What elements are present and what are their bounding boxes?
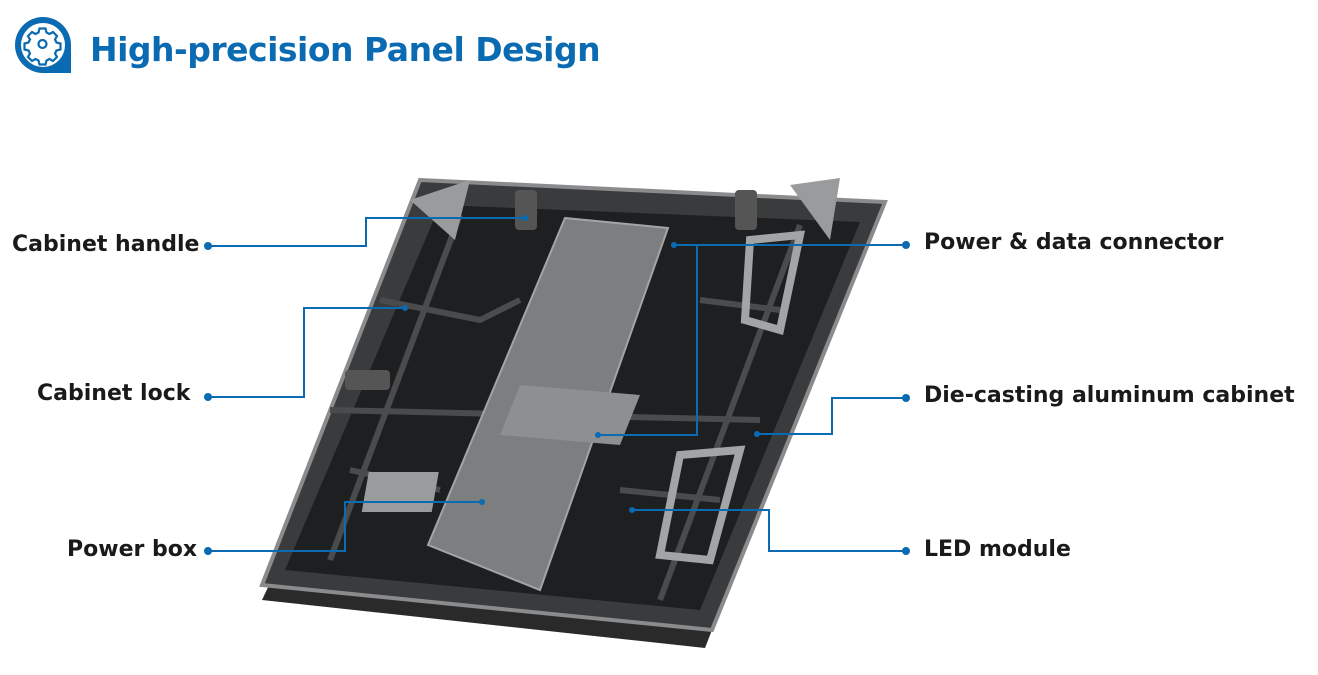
leader-power-data-connector-2 <box>598 245 698 436</box>
leader-cabinet-handle <box>208 217 525 247</box>
leader-cabinet-lock <box>208 307 405 398</box>
label-cabinet-lock: Cabinet lock <box>37 381 191 406</box>
label-led-module: LED module <box>924 537 1071 562</box>
label-power-data-connector: Power & data connector <box>924 230 1224 255</box>
label-power-box: Power box <box>67 537 198 562</box>
leader-power-box <box>208 501 482 552</box>
label-die-casting-cabinet: Die-casting aluminum cabinet <box>924 383 1295 408</box>
label-cabinet-handle: Cabinet handle <box>12 232 200 257</box>
leader-led-module <box>632 509 906 552</box>
leader-die-casting <box>757 397 906 435</box>
gear-icon <box>15 17 71 73</box>
page-title: High-precision Panel Design <box>90 30 601 69</box>
led-cabinet-illustration <box>259 177 888 648</box>
